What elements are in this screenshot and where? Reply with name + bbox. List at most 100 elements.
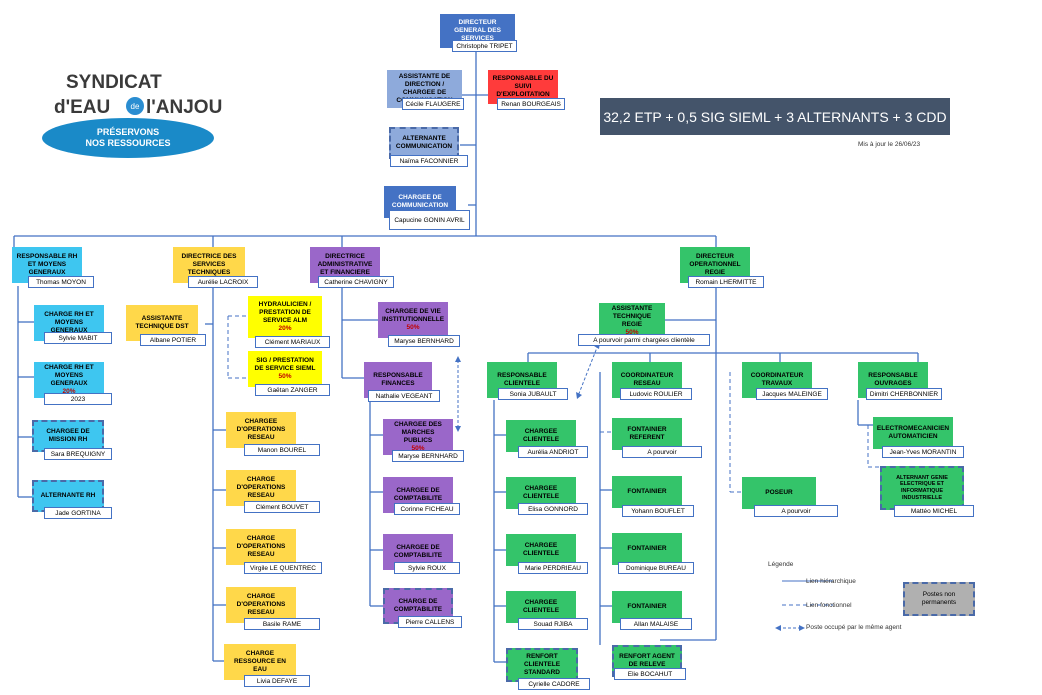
dgs-name: Christophe TRIPET [452,40,517,52]
update-date: Mis à jour le 26/06/23 [858,141,921,148]
renfort-clientele-name: Cyrielle CADORE [518,678,590,690]
fontainier-referent-title: FONTAINIER REFERENT [627,426,667,441]
alternante-communication-box: ALTERNANTE COMMUNICATION [389,127,459,159]
tech-c2-box: CHARGE D'OPERATIONS RESEAU [226,470,296,506]
legend-same-agent: Poste occupé par le même agent [806,624,902,631]
logo-slogan2: NOS RESSOURCES [85,138,170,148]
marches-publics-name: Maryse BERNHARD [392,450,464,462]
rh-charge2-pct: 20% [62,387,76,395]
charge-clientele4-box: CHARGEE CLIENTELE [506,591,576,623]
fontainier-referent-name: A pourvoir [622,446,702,458]
charge-clientele1-name: Aurélia ANDRIOT [518,446,588,458]
rh-head-name: Thomas MOYON [28,276,94,288]
comptabilite2-name: Sylvie ROUX [394,562,460,574]
regie-head-title: DIRECTEUR OPERATIONNEL REGIE [689,253,741,276]
finances-title: RESPONSABLE FINANCES [373,372,423,387]
sig-title: SIG / PRESTATION DE SERVICE SIEML [254,357,316,373]
tech-head-title: DIRECTRICE DES SERVICES TECHNIQUES [181,253,237,276]
logo-slogan1: PRÉSERVONS [97,127,159,137]
hydraulicien-title: HYDRAULICIEN / PRESTATION DE SERVICE ALM [258,301,312,324]
fontainier2-box: FONTAINIER [612,533,682,565]
sig-pct: 50% [278,372,292,380]
comptabilite1-name: Corinne FICHEAU [394,503,460,515]
logo-line1: SYNDICAT [66,72,162,93]
hydraulicien-name: Clément MARIAUX [255,336,330,348]
resp-clientele-name: Sonia JUBAULT [498,388,568,400]
comptabilite3-title: CHARGE DE COMPTABILITE [393,598,443,613]
poseur-name: A pourvoir [754,505,838,517]
charge-clientele4-name: Souad RJIBA [518,618,588,630]
alternant-genie-title: ALTERNANT GENIE ELECTRIQUE ET INFORMATIQ… [896,474,948,501]
staff-total-banner: 32,2 ETP + 0,5 SIG SIEML + 3 ALTERNANTS … [600,98,950,135]
resp-clientele-title: RESPONSABLE CLIENTELE [497,372,547,387]
legend-functional: Lien fonctionnel [806,602,852,609]
fontainier-referent-box: FONTAINIER REFERENT [612,418,682,450]
coord-travaux-title: COORDINATEUR TRAVAUX [750,372,804,387]
electromecanicien-box: ELECTROMECANICIEN AUTOMATICIEN [873,417,953,449]
coord-reseau-title: COORDINATEUR RESEAU [620,372,674,387]
resp-ouvrages-name: Dimitri CHERBONNIER [866,388,942,400]
resp-ouvrages-title: RESPONSABLE OUVRAGES [868,372,918,387]
rh-charge4-title: ALTERNANTE RH [40,492,96,500]
rh-charge3-name: Sara BREQUIGNY [44,448,112,460]
alternant-genie-name: Mattéo MICHEL [894,505,974,517]
tech-c1-title: CHARGEE D'OPERATIONS RESEAU [236,418,286,441]
rh-head-title: RESPONSABLE RH ET MOYENS GENERAUX [16,253,78,276]
fontainier1-name: Yohann BOUFLET [622,505,694,517]
tech-head-name: Aurélie LACROIX [188,276,258,288]
renfort-releve-title: RENFORT AGENT DE RELEVE [619,653,675,668]
coord-reseau-name: Ludovic ROULIER [620,388,692,400]
tech-assistante-name: Albane POTIER [140,334,206,346]
tech-c5-name: Livia DEFAYE [244,675,310,687]
alternante-communication-title: ALTERNANTE COMMUNICATION [395,135,453,150]
assistante-direction-name: Cécile FLAUGERE [402,98,464,110]
rh-charge3-box: CHARGEE DE MISSION RH [32,420,104,452]
admin-head-name: Catherine CHAVIGNY [318,276,394,288]
regie-assistante-pct: 50% [625,328,639,336]
regie-assistante-title: ASSISTANTE TECHNIQUE REGIE [611,305,653,328]
tech-c2-title: CHARGE D'OPERATIONS RESEAU [236,476,286,499]
marches-publics-title: CHARGEE DES MARCHES PUBLICS [394,421,442,444]
tech-c5-box: CHARGE RESSOURCE EN EAU [224,644,296,680]
marches-publics-pct: 50% [411,444,425,452]
tech-c2-name: Clément BOUVET [244,501,320,513]
legend-hierarchical: Lien hiérarchique [806,578,856,585]
tech-c4-name: Basile RAME [244,618,320,630]
rh-charge1-name: Sylvie MABIT [44,332,112,344]
communication-name: Capucine GONIN AVRIL [389,210,470,230]
tech-c3-title: CHARGE D'OPERATIONS RESEAU [236,535,286,558]
comptabilite1-title: CHARGEE DE COMPTABILITE [393,487,443,502]
logo-line2c: l'ANJOU [146,97,222,118]
rh-charge4-name: Jade GORTINA [44,507,112,519]
hydraulicien-pct: 20% [278,324,292,332]
legend-title: Légende [768,561,794,568]
renfort-clientele-box: RENFORT CLIENTELE STANDARD [506,648,578,682]
tech-c1-box: CHARGEE D'OPERATIONS RESEAU [226,412,296,448]
charge-clientele3-title: CHARGEE CLIENTELE [522,542,560,557]
legend-non-permanent-box: Postes non permanents [903,582,975,616]
admin-head-title: DIRECTRICE ADMINISTRATIVE ET FINANCIERE [317,253,373,276]
finances-name: Nathalie VEGEANT [368,390,440,402]
hydraulicien-box: HYDRAULICIEN / PRESTATION DE SERVICE ALM… [248,296,322,338]
logo-line2a: d'EAU [54,97,110,118]
fontainier3-box: FONTAINIER [612,591,682,623]
vie-institutionnelle-name: Maryse BERNHARD [388,335,460,347]
rh-charge2-name: 2023 [44,393,112,405]
alternante-communication-name: Naïma FACONNIER [390,155,468,167]
poseur-box: POSEUR [742,477,816,509]
tech-c4-title: CHARGE D'OPERATIONS RESEAU [236,593,286,616]
logo: SYNDICAT d'EAU de l'ANJOU PRÉSERVONS NOS… [36,68,226,168]
tech-c3-name: Virgile LE QUENTREC [244,562,322,574]
suivi-exploitation-name: Renan BOURGEAIS [497,98,565,110]
suivi-exploitation-title: RESPONSABLE DU SUIVI D'EXPLOITATION [492,75,554,98]
sig-name: Gaëtan ZANGER [255,384,330,396]
electromecanicien-name: Jean-Yves MORANTIN [882,446,964,458]
fontainier2-name: Dominique BUREAU [618,562,694,574]
tech-assistante-title: ASSISTANTE TECHNIQUE DST [135,315,189,330]
dgs-title: DIRECTEUR GENERAL DES SERVICES [454,19,501,42]
comptabilite2-title: CHARGEE DE COMPTABILITE [393,544,443,559]
